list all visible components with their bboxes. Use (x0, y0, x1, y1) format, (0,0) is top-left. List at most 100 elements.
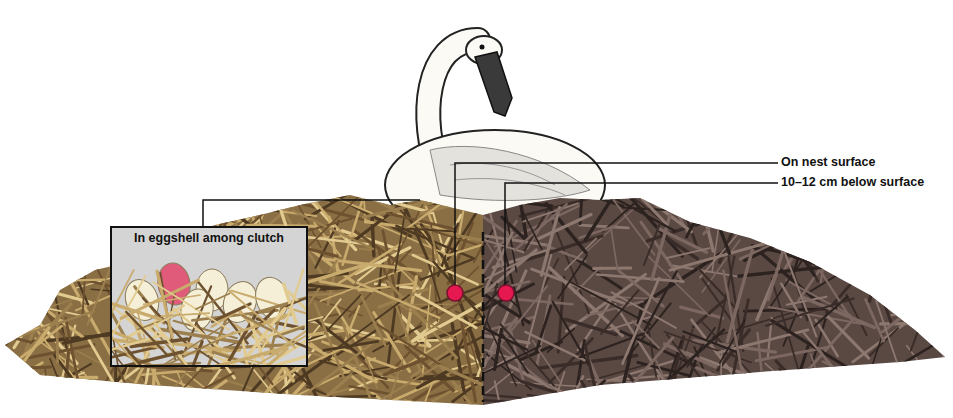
stick (0, 373, 74, 414)
stick (112, 304, 161, 320)
stick (23, 207, 44, 235)
stick (683, 204, 725, 224)
stick (140, 367, 149, 418)
stick (856, 198, 935, 247)
stick (912, 249, 938, 304)
stick (10, 373, 24, 409)
stick (920, 252, 940, 292)
stick (474, 206, 503, 263)
stick (700, 218, 752, 278)
stick (384, 358, 427, 375)
stick (807, 398, 855, 407)
stick (623, 278, 660, 363)
stick (871, 395, 914, 408)
stick (132, 206, 208, 208)
stick (0, 194, 57, 260)
stick (523, 211, 542, 249)
stick (391, 380, 439, 402)
stick (687, 390, 726, 411)
stick (888, 161, 952, 229)
stick (738, 226, 806, 239)
stick (50, 376, 58, 410)
stick (720, 387, 735, 418)
stick (112, 318, 137, 364)
stick (49, 171, 71, 216)
stick (734, 370, 800, 406)
stick (648, 326, 656, 377)
stick (522, 382, 595, 405)
stick (900, 244, 911, 310)
stick (196, 294, 230, 310)
stick (469, 346, 540, 380)
stick (768, 202, 798, 299)
stick (832, 237, 932, 268)
stick (202, 187, 248, 224)
stick (814, 243, 869, 264)
stick (0, 293, 37, 307)
stick (115, 390, 155, 415)
stick (387, 281, 456, 358)
stick (413, 298, 493, 341)
stick (585, 153, 640, 240)
stick (315, 303, 344, 377)
stick (52, 220, 88, 304)
swan-eye (480, 45, 485, 50)
stick (766, 298, 853, 325)
stick (413, 255, 478, 284)
stick (537, 215, 591, 240)
stick (844, 190, 921, 223)
leader-line (505, 183, 778, 293)
stick (387, 213, 455, 229)
stick (594, 388, 614, 418)
stick (291, 396, 346, 408)
stick (55, 355, 92, 405)
stick (691, 161, 713, 251)
stick (732, 380, 740, 418)
stick (454, 284, 533, 325)
stick (154, 183, 168, 223)
stick (876, 300, 902, 376)
stick (19, 277, 55, 313)
sensor-dot (498, 285, 514, 301)
stick (22, 380, 90, 406)
stick (580, 225, 629, 228)
stick (682, 204, 771, 216)
stick (870, 227, 889, 301)
stick (894, 389, 953, 399)
stick (745, 235, 799, 261)
stick (585, 347, 595, 389)
stick (778, 193, 853, 223)
stick (774, 201, 862, 207)
stick (570, 190, 644, 193)
stick (26, 180, 69, 258)
stick (911, 258, 953, 278)
stick (50, 359, 67, 402)
stick (73, 235, 102, 269)
stick (254, 321, 306, 365)
stick (414, 377, 498, 381)
stick (751, 384, 814, 415)
stick (126, 312, 167, 356)
stick (1, 178, 64, 227)
stick (828, 316, 869, 358)
stick (171, 373, 234, 406)
stick (481, 184, 488, 237)
stick (889, 236, 946, 260)
stick (891, 158, 929, 241)
stick (276, 375, 352, 418)
stick (0, 367, 50, 370)
stick (550, 268, 623, 336)
stick (0, 191, 39, 247)
stick (379, 292, 456, 339)
stick (495, 381, 507, 418)
stick (325, 295, 360, 333)
leader-line (203, 200, 420, 226)
stick (769, 249, 816, 265)
stick (514, 204, 567, 251)
stick (656, 361, 695, 418)
stick (0, 329, 17, 363)
stick (305, 165, 394, 219)
stick (24, 244, 75, 260)
stick (674, 405, 760, 414)
